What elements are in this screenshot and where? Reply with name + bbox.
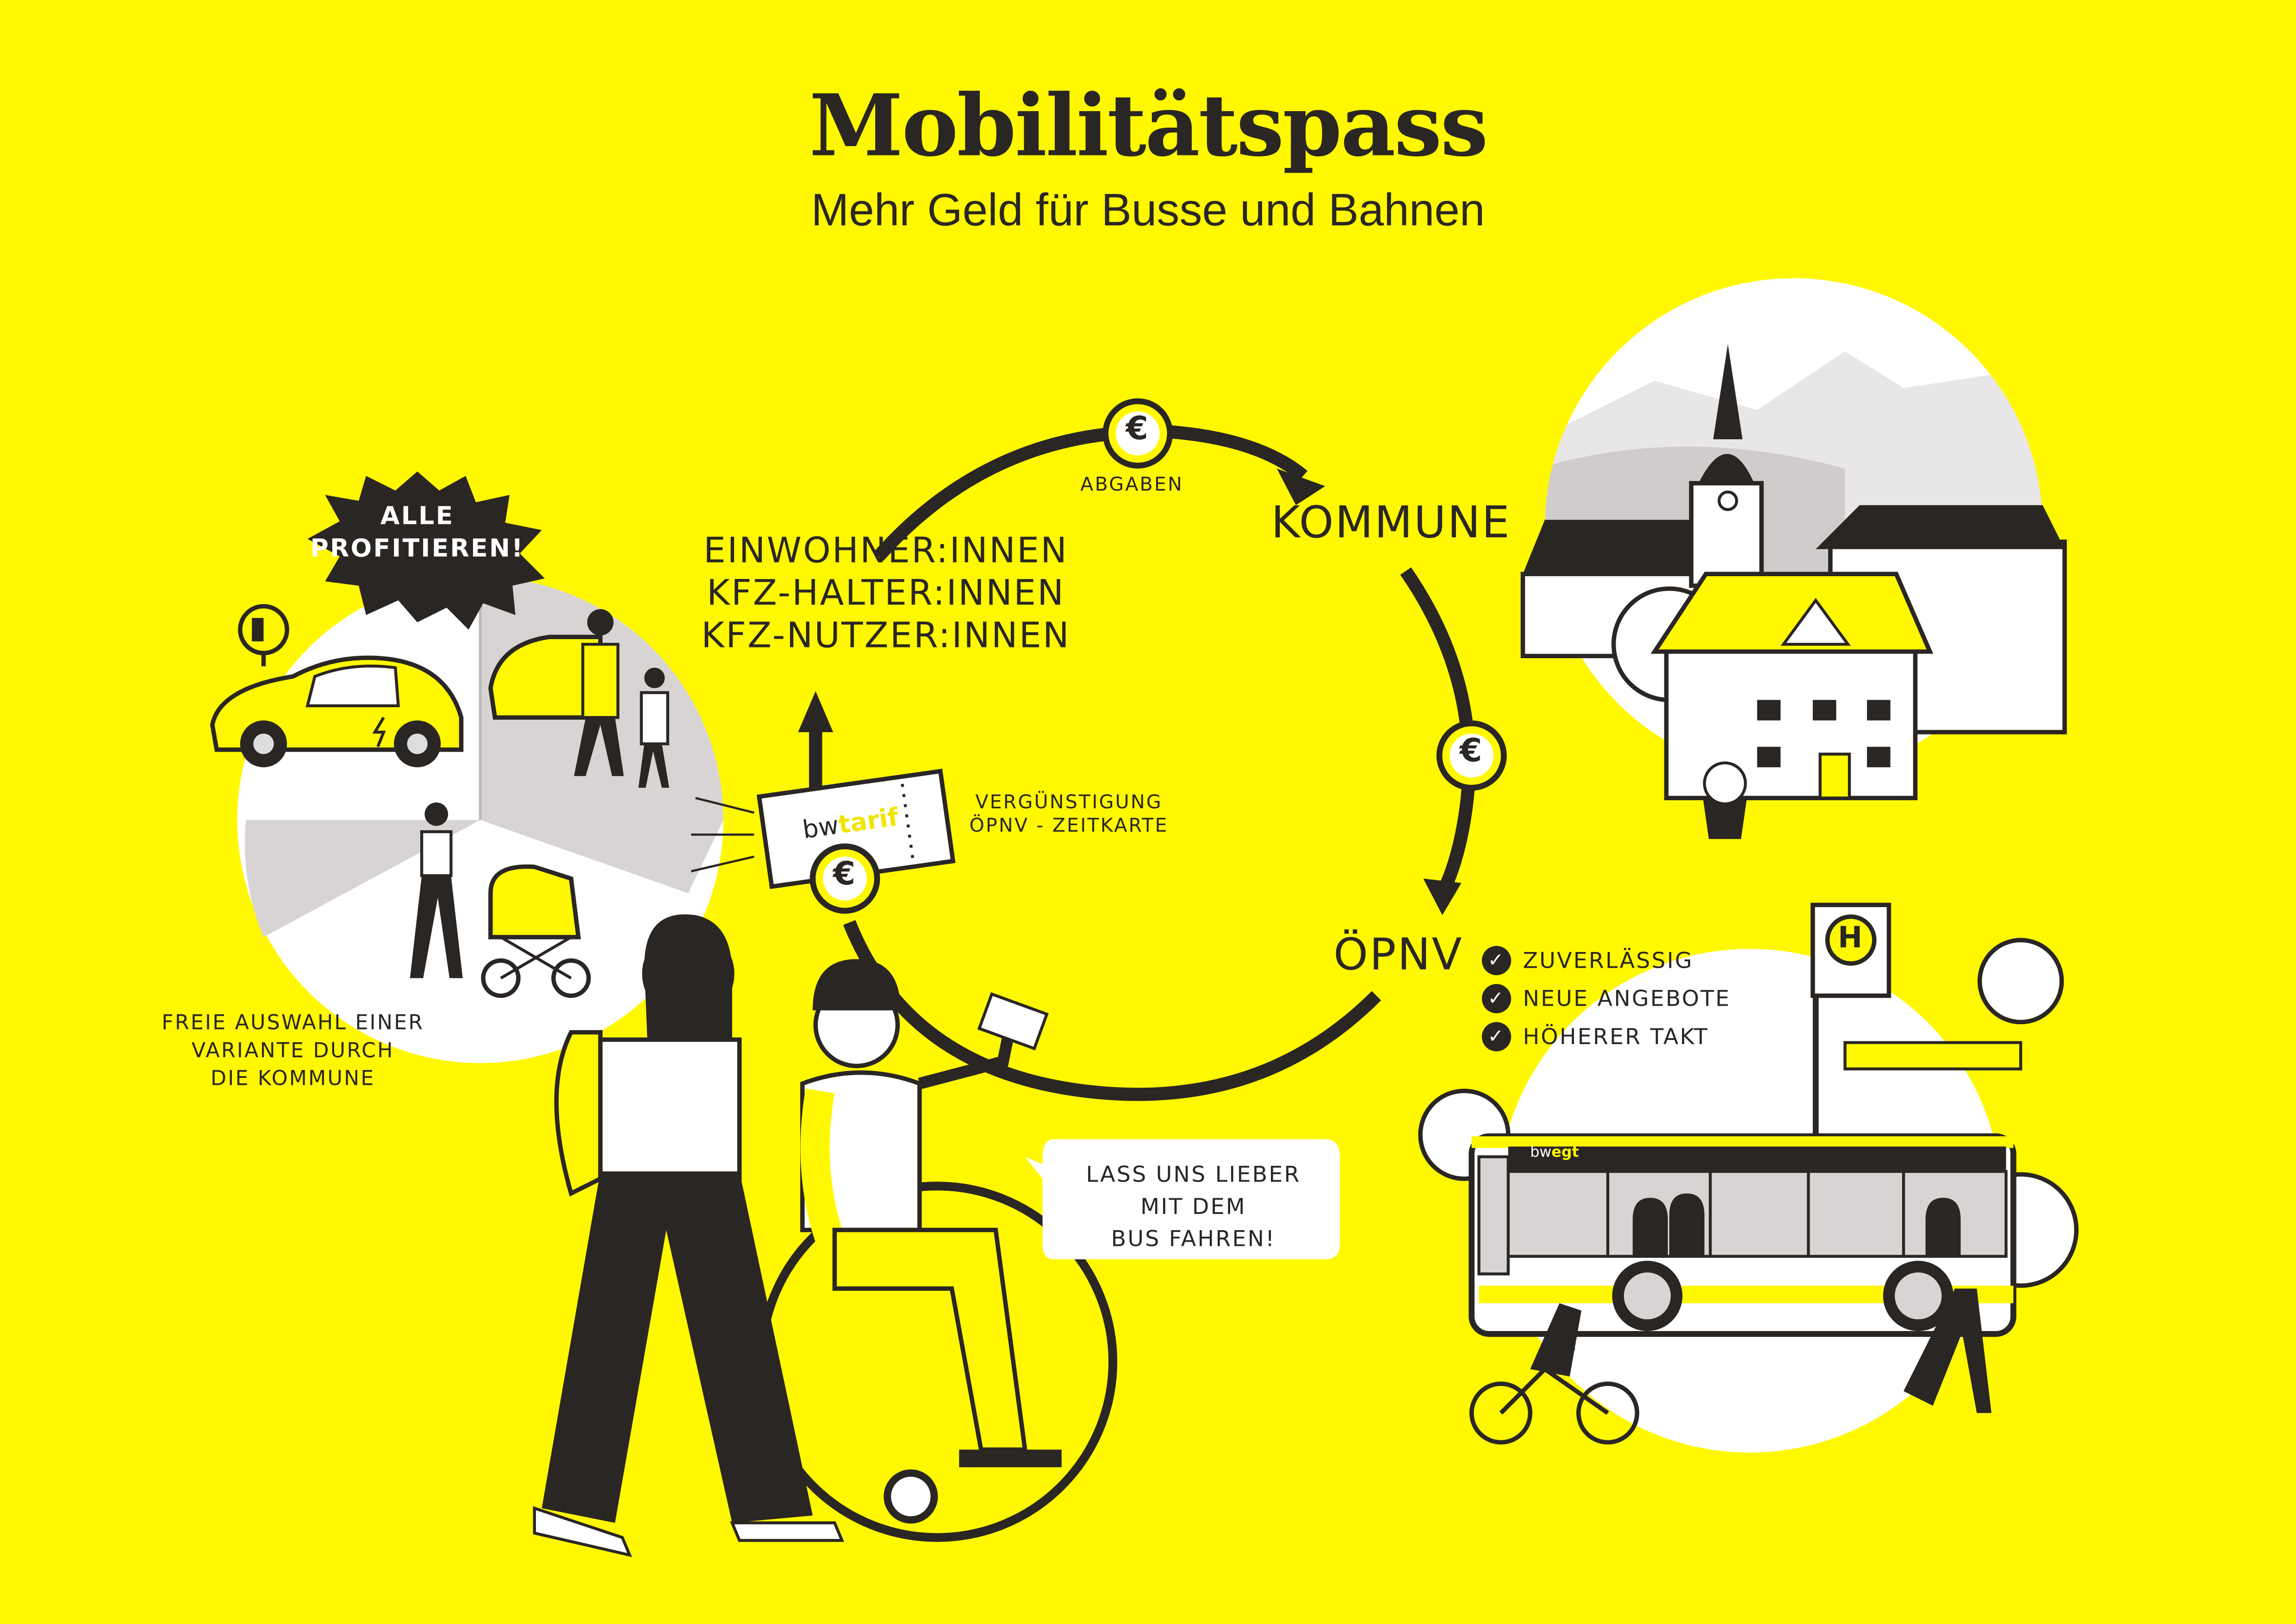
- family-figures: [410, 609, 669, 978]
- ticket-caption-line-2: ÖPNV - ZEITKARTE: [969, 815, 1169, 838]
- euro-icon: €: [833, 856, 857, 893]
- bwegt-logo: bwegt: [1530, 1145, 1579, 1161]
- logo-part-egt: egt: [1551, 1145, 1579, 1161]
- euro-icon: €: [1459, 734, 1484, 771]
- payer-vehicle-owners: KFZ-HALTER:INNEN: [707, 572, 1065, 614]
- check-icon: ✓: [1481, 984, 1512, 1014]
- benefit-item: ✓ NEUE ANGEBOTE: [1481, 980, 1731, 1018]
- bus-scene: [1418, 902, 2079, 1453]
- municipality-label: KOMMUNE: [1271, 498, 1511, 549]
- benefit-item: ✓ HÖHERER TAKT: [1481, 1018, 1731, 1056]
- speech-bubble-text: LASS UNS LIEBER MIT DEM BUS FAHREN!: [1047, 1158, 1340, 1255]
- electric-car-icon: [210, 604, 464, 767]
- benefit-item: ✓ ZUVERLÄSSIG: [1481, 941, 1731, 979]
- speech-line: MIT DEM: [1140, 1193, 1246, 1220]
- euro-icon: €: [1126, 411, 1150, 448]
- benefit-label: ZUVERLÄSSIG: [1523, 947, 1693, 974]
- check-icon: ✓: [1481, 946, 1512, 976]
- logo-part-bw: bw: [801, 811, 841, 846]
- bus-stop-sign: [1811, 902, 1892, 1142]
- payer-vehicle-users: KFZ-NUTZER:INNEN: [701, 615, 1071, 656]
- cycle-arrowheads: [798, 468, 1462, 915]
- stroller-icon: [481, 864, 591, 998]
- page-subtitle: Mehr Geld für Busse und Bahnen: [811, 184, 1485, 236]
- burst-line-1: ALLE: [380, 502, 454, 532]
- left-scene: [210, 471, 754, 1063]
- bus-stop-h: H: [1838, 919, 1864, 955]
- caption-line: FREIE AUSWAHL EINER: [162, 1012, 424, 1035]
- burst-text: ALLE PROFITIEREN!: [307, 501, 527, 565]
- speech-bubble: [1025, 1139, 1340, 1259]
- transit-label: ÖPNV: [1333, 930, 1463, 981]
- ticket-caption-line-1: VERGÜNSTIGUNG: [975, 792, 1163, 815]
- benefit-label: NEUE ANGEBOTE: [1523, 985, 1731, 1012]
- speech-burst: [307, 471, 545, 630]
- speech-line: LASS UNS LIEBER: [1086, 1161, 1301, 1188]
- left-caption: FREIE AUSWAHL EINER VARIANTE DURCH DIE K…: [146, 1010, 439, 1094]
- ticket-caption: VERGÜNSTIGUNG ÖPNV - ZEITKARTE: [952, 792, 1186, 839]
- speech-line: BUS FAHREN!: [1111, 1226, 1276, 1252]
- burst-line-2: PROFITIEREN!: [310, 534, 524, 564]
- bwtarif-ticket: [756, 768, 956, 889]
- payer-residents: EINWOHNER:INNEN: [703, 530, 1069, 571]
- check-icon: ✓: [1481, 1022, 1512, 1052]
- bus-icon: [1468, 1133, 2016, 1337]
- payers-list: EINWOHNER:INNEN KFZ-HALTER:INNEN KFZ-NUT…: [666, 530, 1106, 657]
- caption-line: VARIANTE DURCH: [191, 1039, 394, 1063]
- town-scene: [1520, 278, 2067, 839]
- euro-coins: [809, 398, 1507, 914]
- caption-line: DIE KOMMUNE: [211, 1067, 375, 1091]
- benefits-list: ✓ ZUVERLÄSSIG ✓ NEUE ANGEBOTE ✓ HÖHERER TAK…: [1481, 941, 1731, 1056]
- people-foreground: [533, 914, 1118, 1557]
- page-title: Mobilitätspass: [809, 76, 1488, 176]
- levy-label: ABGABEN: [1080, 474, 1184, 497]
- logo-part-bw: bw: [1530, 1145, 1552, 1161]
- benefit-label: HÖHERER TAKT: [1523, 1023, 1709, 1050]
